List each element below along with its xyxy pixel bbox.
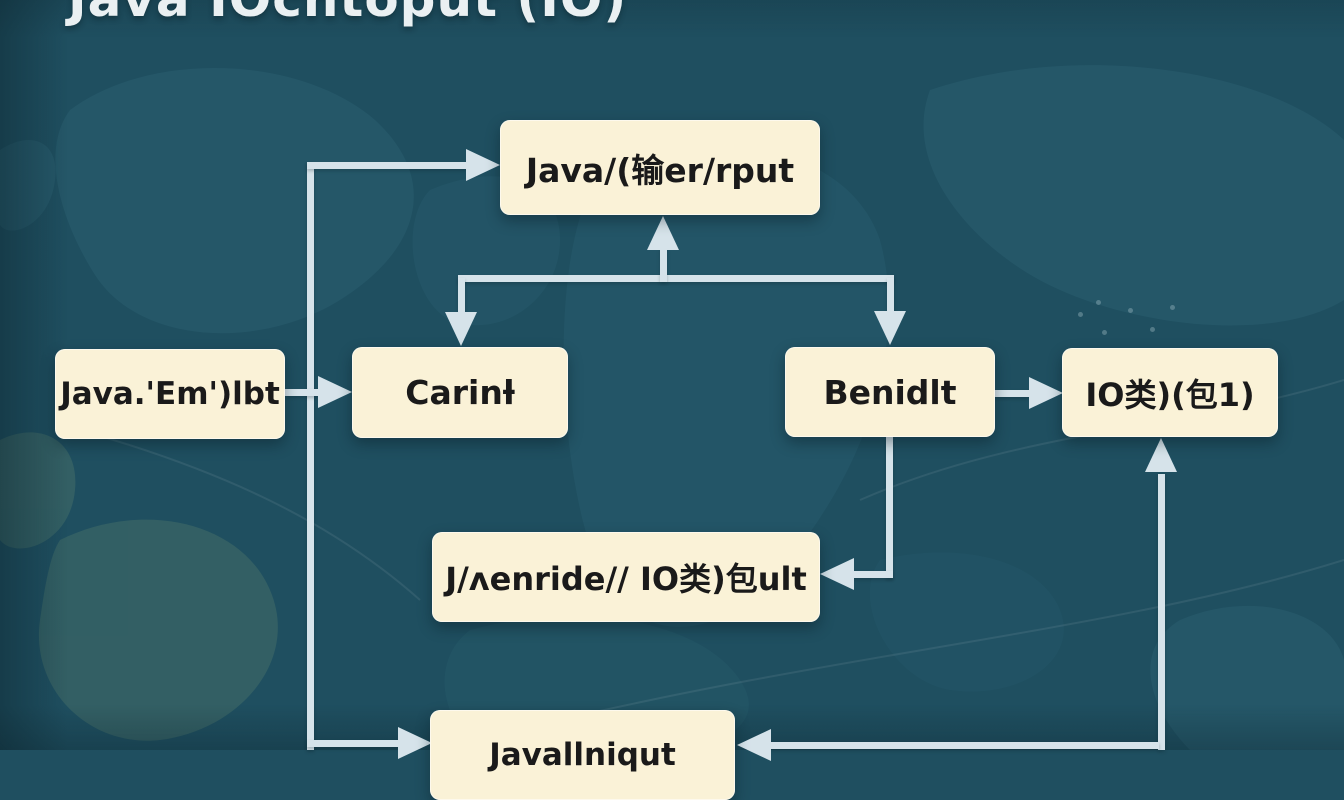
- arrowhead-down-into-benidlt: [874, 311, 906, 345]
- map-speckle: [1078, 312, 1083, 317]
- connector-benidlt-down: [886, 437, 893, 578]
- map-speckle: [1096, 300, 1101, 305]
- connector-righttrunk-to-bottom-node: [770, 742, 1159, 749]
- node-label: Carinƚ: [405, 373, 515, 412]
- node-label: IO类)(包1): [1085, 375, 1255, 414]
- node-label: Javallniqut: [489, 737, 676, 773]
- map-speckle: [1170, 305, 1175, 310]
- node-java-left: Java.'Em')lbt: [55, 349, 285, 439]
- node-label: Java/(输er/rput: [525, 150, 795, 190]
- node-benidlt: Benidlt: [785, 347, 995, 437]
- connector-split-bar: [458, 275, 894, 282]
- connector-leftnode-to-carinl: [285, 389, 319, 396]
- connector-trunk-to-top-node: [307, 162, 467, 169]
- node-override-io-class: J/ʌenride// IO类)包ult: [432, 532, 820, 622]
- node-label: Benidlt: [823, 372, 957, 412]
- connector-benidlt-to-override: [852, 571, 893, 578]
- arrowhead-right-into-carinl: [318, 376, 352, 408]
- connector-right-trunk: [1158, 474, 1165, 750]
- connector-left-trunk: [307, 162, 314, 750]
- arrowhead-right-into-bottom-node: [398, 727, 432, 759]
- page-title: Java IOchtoput (IO): [68, 0, 627, 25]
- node-java-input-top: Java/(输er/rput: [500, 120, 820, 215]
- arrowhead-up-into-io: [1145, 438, 1177, 472]
- arrowhead-up-into-top-node: [647, 216, 679, 250]
- connector-trunk-to-bottom-node: [307, 740, 398, 747]
- map-speckle: [1150, 327, 1155, 332]
- arrowhead-right-into-top-node: [466, 149, 500, 181]
- node-label: Java.'Em')lbt: [60, 376, 280, 412]
- map-speckle: [1102, 330, 1107, 335]
- arrowhead-down-into-carinl: [445, 312, 477, 346]
- connector-stem-up-top-node: [660, 248, 667, 282]
- arrowhead-left-into-bottom-node: [737, 729, 771, 761]
- arrowhead-left-into-override: [820, 558, 854, 590]
- arrowhead-right-into-io: [1029, 377, 1063, 409]
- node-carinl: Carinƚ: [352, 347, 568, 438]
- connector-stem-down-benidlt: [887, 278, 894, 313]
- node-label: J/ʌenride// IO类)包ult: [445, 560, 807, 598]
- map-speckle: [1128, 308, 1133, 313]
- connector-stem-down-carinl: [458, 278, 465, 314]
- node-java-bottom: Javallniqut: [430, 710, 735, 800]
- node-io-class: IO类)(包1): [1062, 348, 1278, 437]
- connector-benidlt-to-io: [995, 390, 1029, 397]
